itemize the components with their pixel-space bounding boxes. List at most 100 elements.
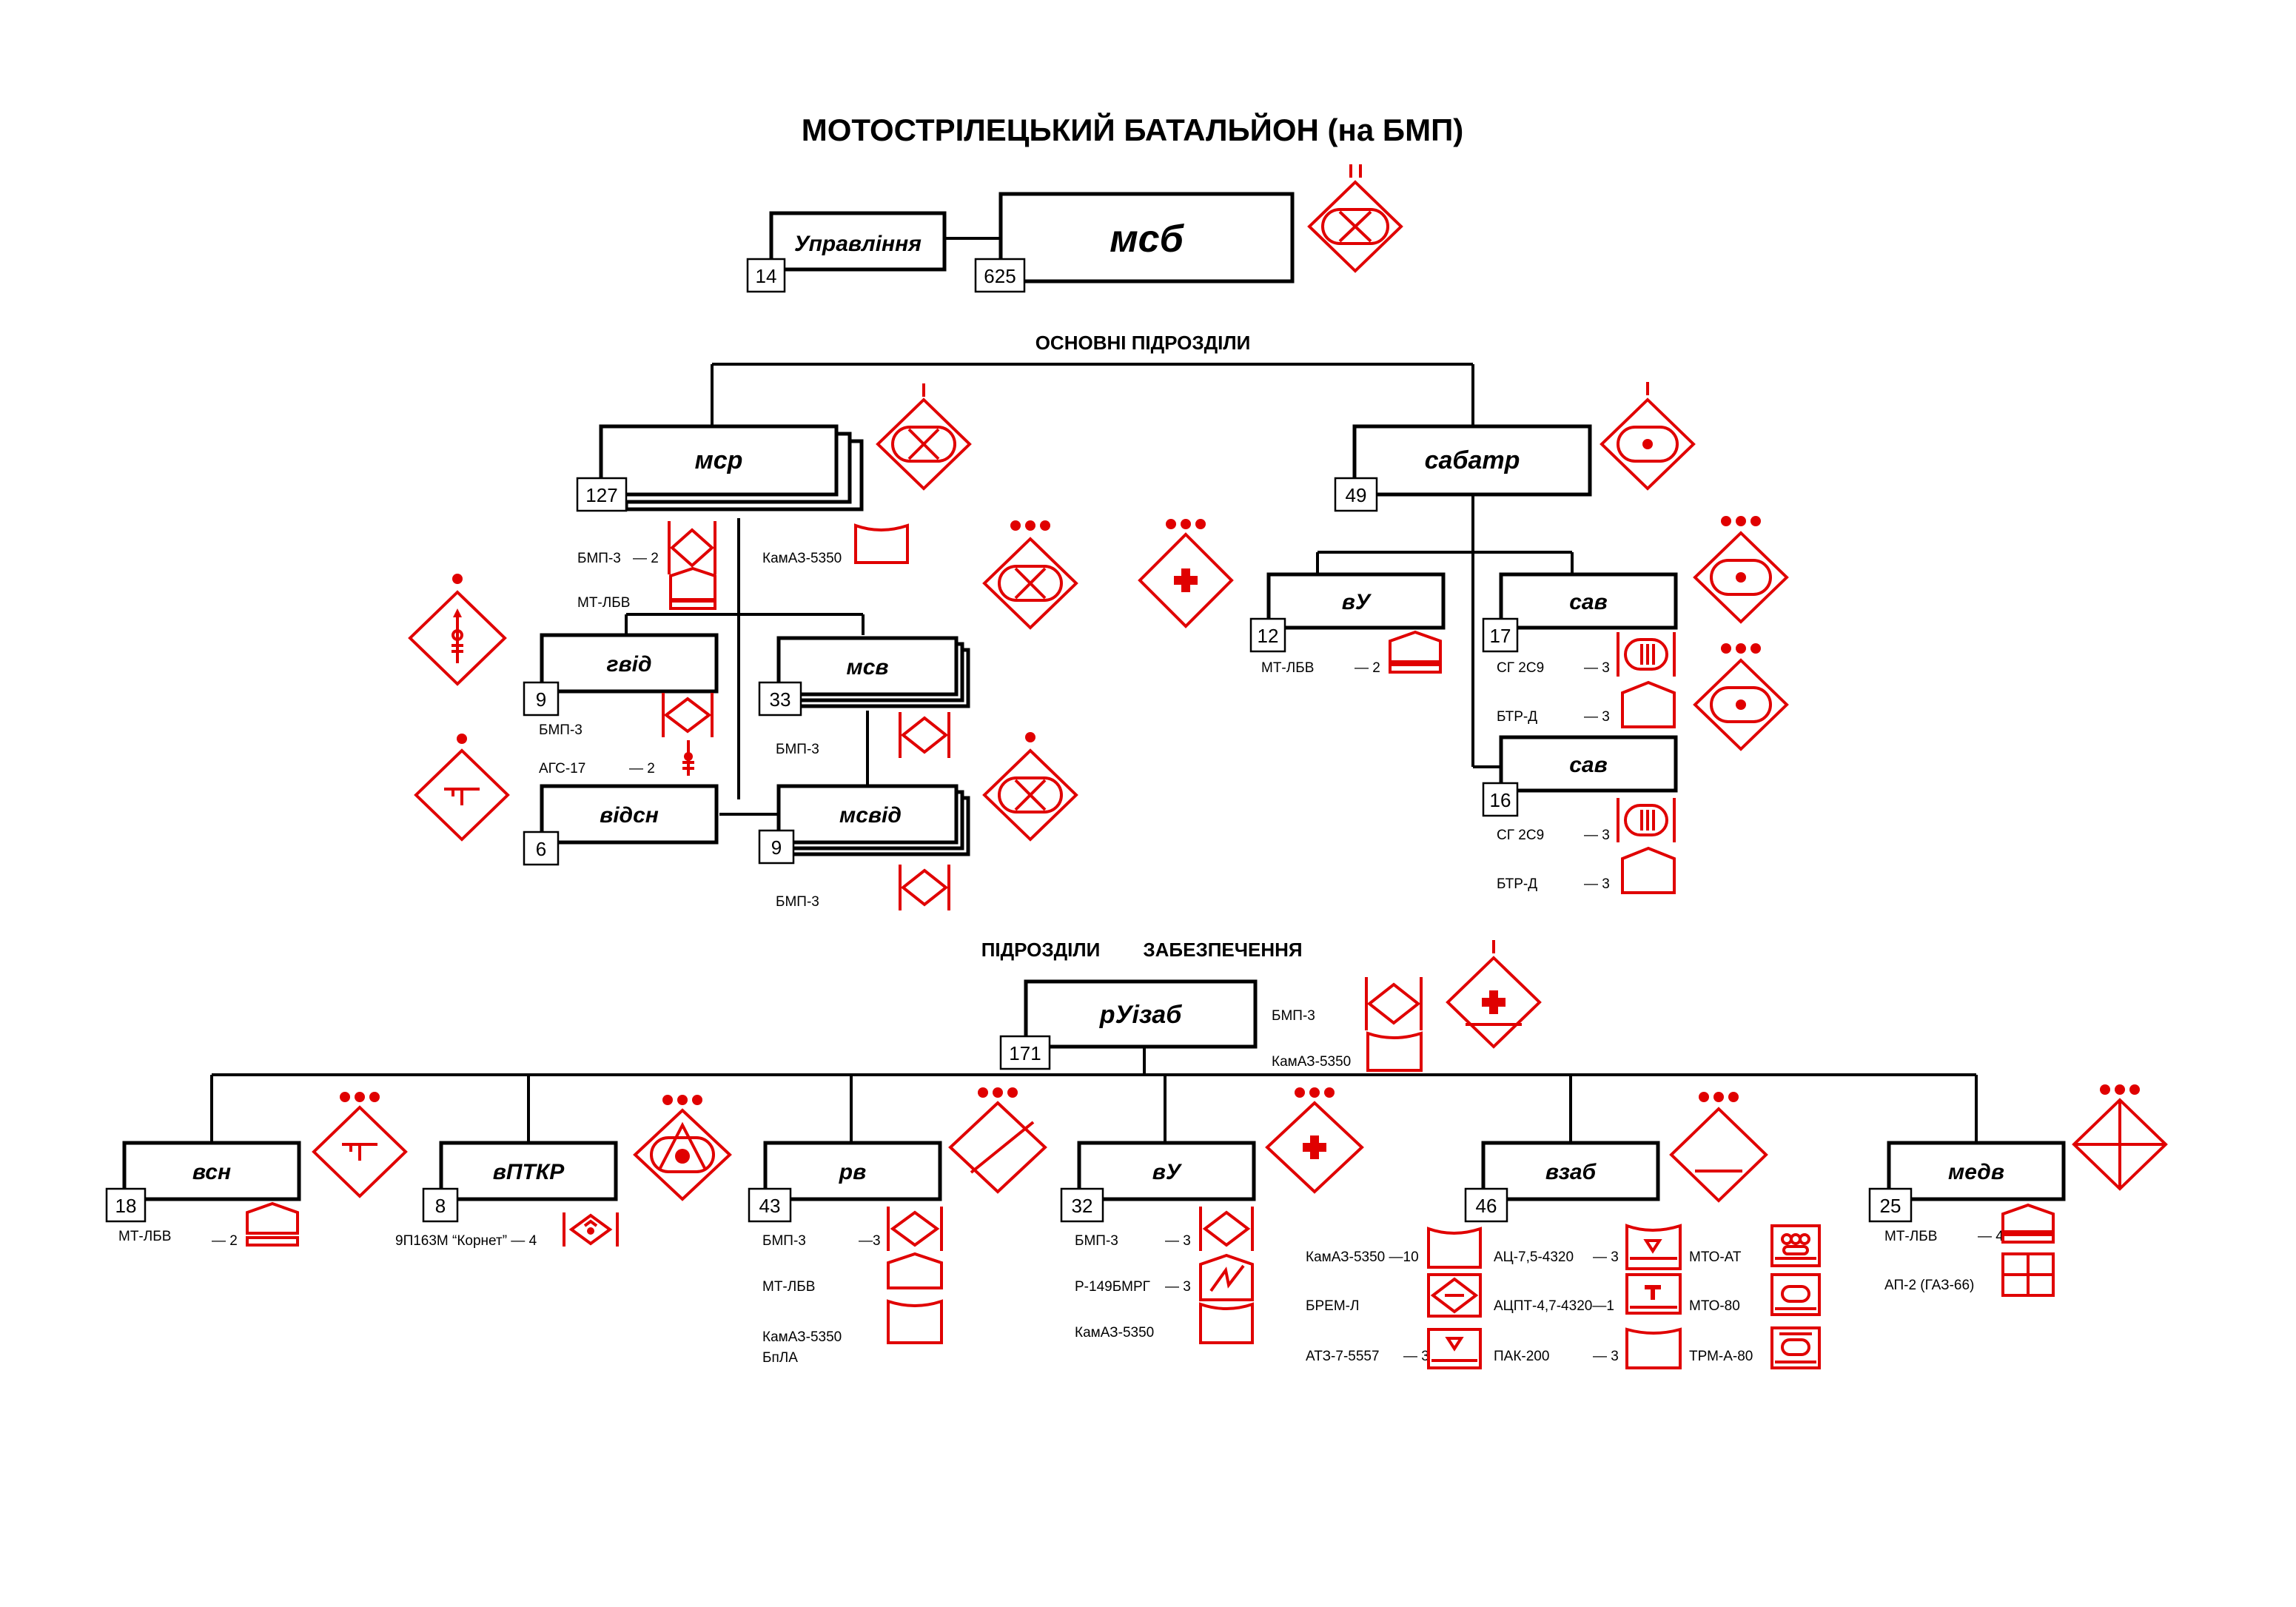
bmp-icon (899, 865, 950, 910)
svg-text:АТЗ-7-5557: АТЗ-7-5557 (1306, 1349, 1380, 1364)
unit-vu-art-count: 12 (1258, 625, 1279, 647)
unit-sabatr-box[interactable] (1352, 424, 1592, 497)
unit-gvid-label: гвід (606, 652, 651, 677)
svg-text:БМП-3: БМП-3 (1075, 1233, 1118, 1249)
recovery-vehicle-icon (1427, 1273, 1482, 1318)
svg-text:— 2: — 2 (1355, 660, 1380, 676)
svg-text:— 2: — 2 (212, 1233, 238, 1249)
svg-text:— 3: — 3 (1403, 1349, 1429, 1364)
self-propelled-gun-icon (1617, 632, 1676, 677)
btr-icon (1621, 680, 1676, 728)
truck-icon (1366, 1031, 1423, 1072)
svg-text:БТР-Д: БТР-Д (1497, 876, 1537, 892)
unit-msb-count: 625 (984, 265, 1016, 287)
self-propelled-gun-icon (1617, 798, 1676, 842)
unit-msb-box[interactable] (998, 192, 1295, 284)
unit-upravlinnia-box[interactable] (769, 211, 947, 272)
platoon-battery-symbol-icon (1693, 643, 1789, 751)
unit-medv-label: медв (1948, 1160, 2004, 1184)
unit-msr-label: мср (695, 446, 743, 474)
msr-kamaz: КамАЗ-5350 (762, 551, 842, 566)
unit-ruizab-box[interactable] (1024, 979, 1258, 1049)
unit-vsn-label: всн (192, 1160, 231, 1184)
unit-vu-sup-count: 32 (1072, 1195, 1093, 1217)
svg-text:БРЕМ-Л: БРЕМ-Л (1306, 1298, 1359, 1314)
svg-text:— 2: — 2 (629, 761, 655, 776)
svg-text:БМП-3: БМП-3 (762, 1233, 806, 1249)
field-kitchen-icon (1625, 1327, 1682, 1369)
unit-vu-art-label: вУ (1342, 590, 1372, 614)
battalion-symbol-icon (1307, 164, 1403, 273)
unit-medv-box[interactable] (1887, 1141, 2066, 1201)
fuel-tanker-icon (1625, 1224, 1682, 1270)
unit-msr-box[interactable] (599, 424, 839, 497)
unit-sabatr-label: сабатр (1425, 446, 1520, 474)
unit-msv-box[interactable] (776, 636, 959, 697)
unit-sav1-label: сав (1569, 590, 1608, 614)
unit-count-box (974, 258, 1026, 293)
unit-count-box (746, 258, 786, 293)
unit-upravlinnia-count: 14 (756, 265, 777, 287)
svg-text:ТРМ-А-80: ТРМ-А-80 (1689, 1349, 1753, 1364)
svg-text:СГ 2С9: СГ 2С9 (1497, 828, 1544, 843)
svg-text:МТ-ЛБВ: МТ-ЛБВ (1261, 660, 1314, 676)
svg-text:АГС-17: АГС-17 (539, 761, 585, 776)
bmp-icon (887, 1207, 943, 1251)
unit-vptkr-box[interactable] (439, 1141, 618, 1201)
unit-msb-label: мсб (1110, 218, 1184, 261)
platoon-symbol-icon (982, 520, 1078, 630)
svg-text:БМП-3: БМП-3 (539, 722, 583, 738)
unit-sav2-box[interactable] (1499, 735, 1678, 793)
truck-icon (854, 523, 909, 564)
bmp-icon (668, 521, 716, 574)
mtlbv-icon (2001, 1203, 2055, 1244)
page-title: МОТОСТРІЛЕЦЬКИЙ БАТАЛЬЙОН (на БМП) (802, 112, 1464, 147)
unit-rv-box[interactable] (763, 1141, 942, 1201)
svg-text:— 3: — 3 (1584, 660, 1610, 676)
unit-msvid-box[interactable] (776, 784, 959, 845)
unit-gvid-box[interactable] (540, 633, 719, 694)
unit-vptkr-count: 8 (435, 1195, 446, 1217)
svg-text:ПАК-200: ПАК-200 (1494, 1349, 1549, 1364)
squad-grenade-symbol-icon (408, 574, 507, 686)
platoon-battery-symbol-icon (1693, 516, 1789, 624)
unit-sav1-count: 17 (1490, 625, 1511, 647)
unit-vsn-box[interactable] (122, 1141, 301, 1201)
repair-vehicle-icon (1770, 1326, 1821, 1369)
unit-vu-art-box[interactable] (1266, 572, 1446, 630)
svg-text:БпЛА: БпЛА (762, 1350, 798, 1366)
unit-sav1-box[interactable] (1499, 572, 1678, 630)
bmp-icon (662, 693, 714, 737)
svg-text:АП-2 (ГАЗ-66): АП-2 (ГАЗ-66) (1884, 1278, 1974, 1293)
svg-text:БМП-3: БМП-3 (1272, 1008, 1315, 1024)
svg-text:МТ-ЛБВ: МТ-ЛБВ (118, 1229, 171, 1244)
unit-sav2-count: 16 (1490, 789, 1511, 811)
maintenance-vehicle-icon (1770, 1224, 1821, 1267)
unit-vu-sup-box[interactable] (1077, 1141, 1256, 1201)
mtlbv-icon (1389, 630, 1442, 674)
svg-text:— 3: — 3 (1593, 1349, 1619, 1364)
unit-vzab-box[interactable] (1481, 1141, 1660, 1201)
svg-text:— 3: — 3 (1584, 709, 1610, 725)
unit-vidsn-box[interactable] (540, 784, 719, 845)
unit-msv-label: мсв (847, 655, 889, 680)
svg-text:— 2: — 2 (633, 551, 659, 566)
unit-msvid-count: 9 (771, 836, 782, 859)
svg-text:ЗАБЕЗПЕЧЕННЯ: ЗАБЕЗПЕЧЕННЯ (1143, 939, 1302, 961)
section-support-title: ПІДРОЗДІЛИ (981, 939, 1101, 961)
platoon-sniper-symbol-icon (312, 1092, 408, 1198)
unit-vu-sup-label: вУ (1152, 1160, 1183, 1184)
mtlbv-icon (669, 566, 716, 610)
svg-text:МТ-ЛБВ: МТ-ЛБВ (1884, 1229, 1937, 1244)
svg-text:—3: —3 (859, 1233, 881, 1249)
platoon-atgm-symbol-icon (633, 1095, 732, 1201)
svg-text:Р-149БМРГ: Р-149БМРГ (1075, 1279, 1150, 1295)
unit-msr-count: 127 (585, 484, 617, 506)
battery-symbol-icon (1600, 382, 1696, 491)
truck-icon (887, 1299, 943, 1344)
squad-motorized-symbol-icon (982, 732, 1078, 842)
grenade-launcher-icon (682, 740, 694, 776)
svg-text:КамАЗ-5350: КамАЗ-5350 (1075, 1325, 1154, 1341)
unit-vptkr-label: вПТКР (493, 1160, 565, 1184)
